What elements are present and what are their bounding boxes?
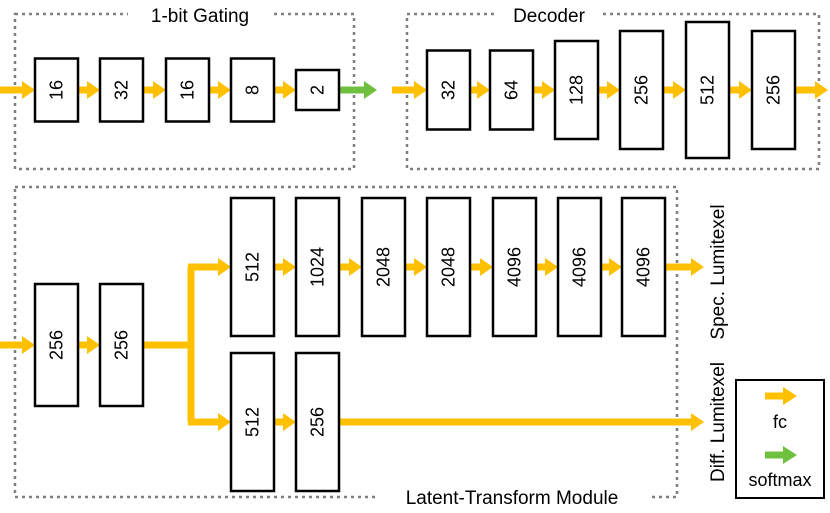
- spec-layer-box: [229, 196, 276, 338]
- gating-layer-box: [229, 57, 276, 123]
- legend-box: [735, 379, 825, 499]
- diff-layers: 512 256: [229, 351, 341, 493]
- gating-title: 1-bit Gating: [151, 6, 249, 27]
- diff-layer-box: [294, 351, 341, 493]
- decoder-layer-label: 128: [567, 75, 587, 105]
- legend-softmax-label: softmax: [748, 470, 811, 490]
- gating-layer-label: 32: [112, 80, 132, 100]
- spec-layer-label: 2048: [439, 247, 459, 287]
- latent-title: Latent-Transform Module: [406, 488, 619, 509]
- spec-layer-box: [620, 196, 667, 338]
- gating-layer-label: 8: [243, 85, 263, 95]
- spec-output-arrow-head: [691, 258, 704, 276]
- decoder-layer-box: [425, 49, 472, 131]
- spec-fc-arrow-head: [414, 258, 427, 276]
- decoder-layers: 32 64 128 256 512 256: [425, 20, 797, 160]
- diff-fc-arrow-head: [283, 413, 296, 431]
- spec-layer-box: [294, 196, 341, 338]
- decoder-input-arrow-head: [414, 81, 427, 99]
- decoder-fc-arrow-head: [542, 81, 555, 99]
- decoder-layer-box: [488, 49, 535, 131]
- spec-layer-label: 4096: [570, 247, 590, 287]
- decoder-layer-box: [684, 20, 731, 160]
- trunk-layer-box: [98, 282, 145, 408]
- spec-layer-label: 2048: [374, 247, 394, 287]
- spec-layer-label: 4096: [505, 247, 525, 287]
- decoder-group-border: [405, 12, 821, 171]
- diff-output-arrow-head: [691, 413, 704, 431]
- decoder-layer-box: [750, 29, 797, 151]
- diff-layer-label: 256: [308, 407, 328, 437]
- spec-layer-label: 1024: [308, 247, 328, 287]
- trunk-layer-box: [33, 282, 80, 408]
- gating-fc-arrow-head: [218, 81, 231, 99]
- gating-layer-label: 16: [178, 80, 198, 100]
- decoder-layer-box: [553, 39, 600, 141]
- legend-fc-arrow-icon-head: [783, 387, 797, 405]
- trunk-layer-label: 256: [112, 330, 132, 360]
- gating-layer-label: 2: [308, 85, 328, 95]
- spec-layers: 512 1024 2048 2048 4096 4096 4096: [229, 196, 667, 338]
- trunk-fc-arrow-head: [87, 336, 100, 354]
- spec-fc-arrow-head: [283, 258, 296, 276]
- decoder-fc-arrow-head: [477, 81, 490, 99]
- gating-layers: 16 32 16 8 2: [33, 57, 341, 123]
- legend-arrows: [765, 387, 797, 464]
- spec-branch-arrow-head: [218, 258, 231, 276]
- gating-fc-arrow-head: [283, 81, 296, 99]
- gating-layer-box: [33, 57, 80, 123]
- decoder-fc-arrow-head: [673, 81, 686, 99]
- spec-fc-arrow-head: [609, 258, 622, 276]
- diff-layer-box: [229, 351, 276, 493]
- legend-fc-label: fc: [773, 412, 787, 432]
- decoder-title-backdrop: [498, 2, 600, 28]
- gating-softmax-arrow-head: [364, 81, 377, 99]
- spec-fc-arrow-head: [545, 258, 558, 276]
- spec-layer-label: 512: [243, 252, 263, 282]
- diff-layer-label: 512: [243, 407, 263, 437]
- gating-fc-arrow-head: [87, 81, 100, 99]
- latent-title-backdrop: [375, 484, 650, 510]
- latent-group-border: [13, 185, 679, 499]
- legend-softmax-arrow-icon-head: [783, 446, 797, 464]
- diff-branch-arrow-head: [218, 413, 231, 431]
- spec-layer-box: [425, 196, 472, 338]
- decoder-layer-box: [618, 29, 665, 151]
- gating-title-backdrop: [128, 2, 273, 28]
- gating-layer-box: [294, 68, 341, 112]
- trunk-layer-label: 256: [47, 330, 67, 360]
- trunk-layers: 256 256: [33, 282, 145, 408]
- gating-layer-box: [98, 57, 145, 123]
- spec-layer-box: [491, 196, 538, 338]
- decoder-layer-label: 256: [764, 75, 784, 105]
- decoder-layer-label: 512: [698, 75, 718, 105]
- latent-input-arrow-head: [22, 336, 35, 354]
- decoder-layer-label: 64: [502, 80, 522, 100]
- gating-input-arrow-head: [22, 81, 35, 99]
- decoder-fc-arrow-head: [739, 81, 752, 99]
- decoder-output-arrow-head: [815, 81, 828, 99]
- gating-layer-box: [164, 57, 211, 123]
- spec-output-label: Spec. Lumitexel: [708, 204, 729, 339]
- gating-fc-arrow-head: [153, 81, 166, 99]
- connections: [0, 81, 828, 431]
- spec-layer-box: [556, 196, 603, 338]
- spec-fc-arrow-head: [480, 258, 493, 276]
- spec-layer-label: 4096: [634, 247, 654, 287]
- spec-fc-arrow-head: [349, 258, 362, 276]
- decoder-fc-arrow-head: [607, 81, 620, 99]
- decoder-layer-label: 256: [632, 75, 652, 105]
- decoder-title: Decoder: [513, 6, 585, 27]
- gating-layer-label: 16: [47, 80, 67, 100]
- decoder-layer-label: 32: [439, 80, 459, 100]
- spec-layer-box: [360, 196, 407, 338]
- diff-output-label: Diff. Lumitexel: [708, 362, 729, 482]
